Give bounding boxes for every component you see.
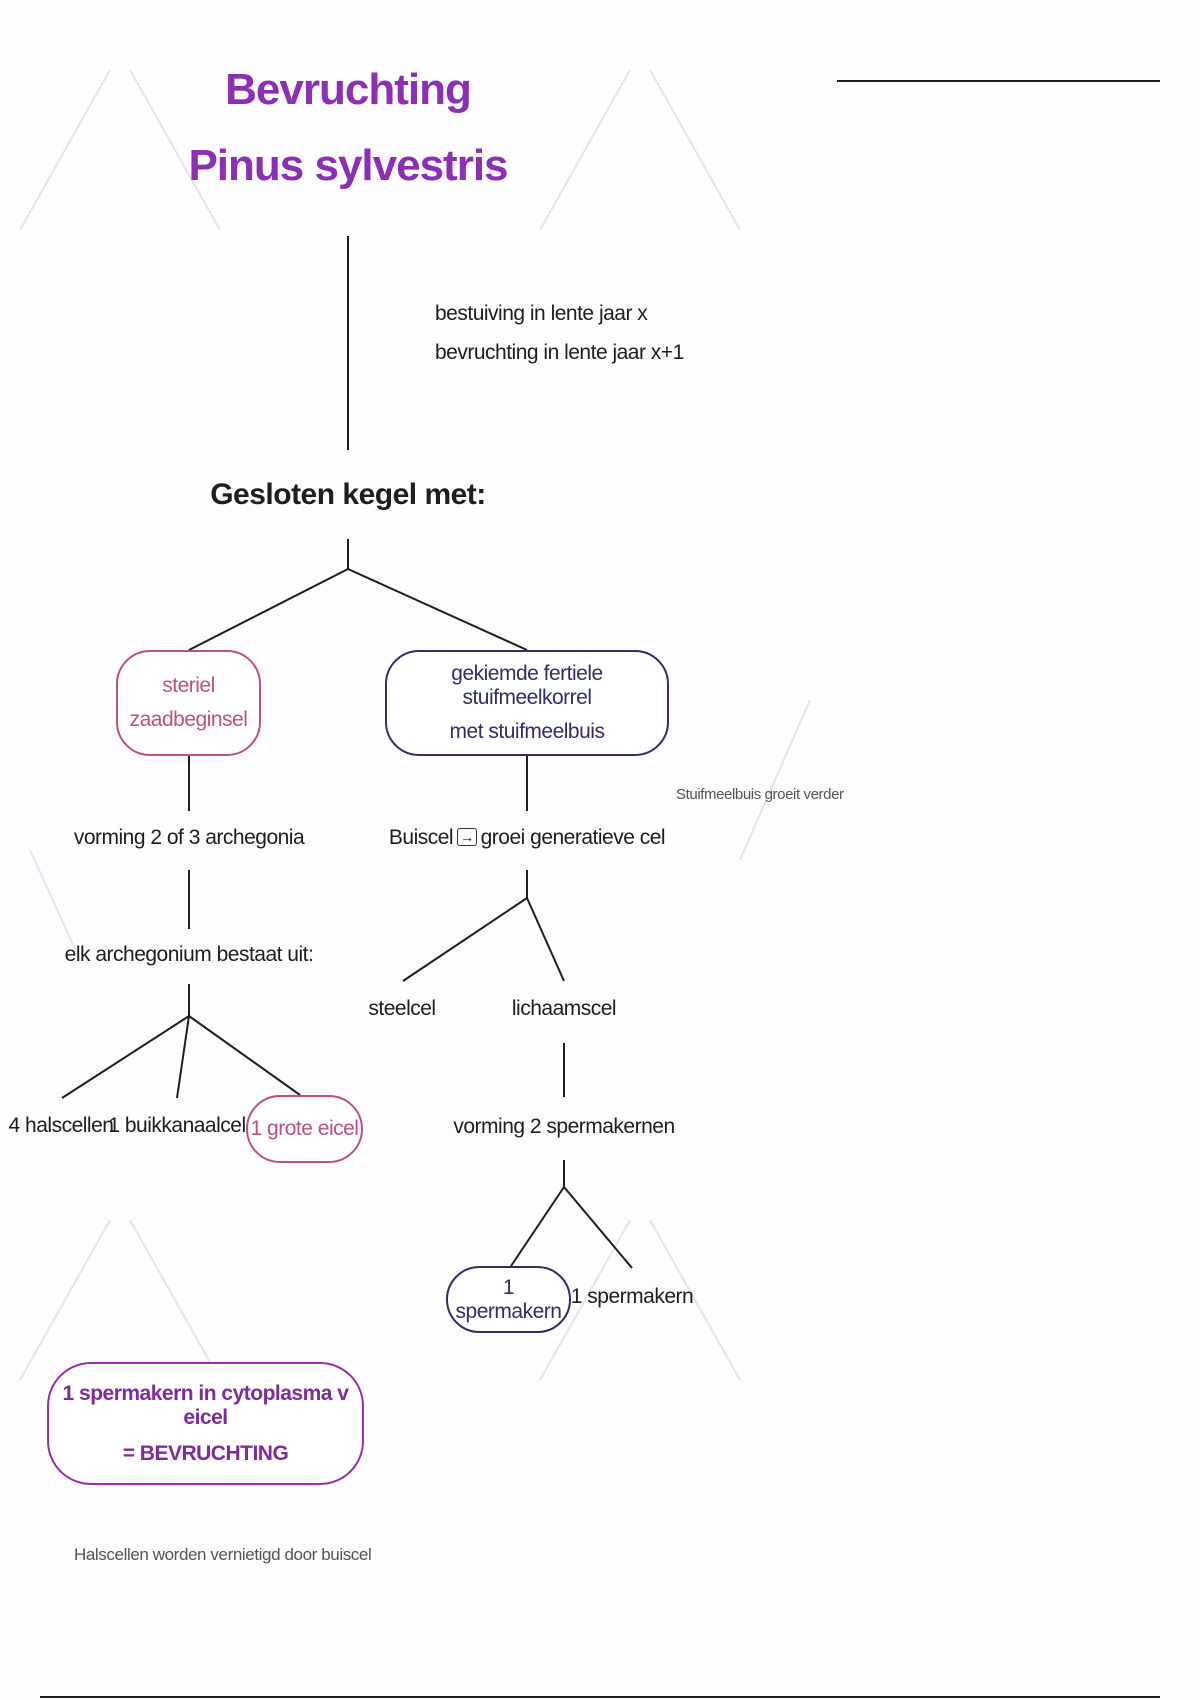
child-lichaamscel: lichaamscel	[511, 997, 617, 1020]
child-steelcel: steelcel	[368, 997, 436, 1020]
footnote-halscellen: Halscellen worden vernietigd door buisce…	[74, 1545, 372, 1564]
left-step2: elk archegonium bestaat uit:	[64, 943, 314, 966]
right-box-line2: met stuifmeelbuis	[449, 720, 605, 743]
right-step2: vorming 2 spermakernen	[453, 1115, 675, 1138]
result-line2: = BEVRUCHTING	[122, 1441, 289, 1465]
result-box-bevruchting[interactable]: 1 spermakern in cytoplasma v eicel = BEV…	[47, 1362, 364, 1485]
result-line1: 1 spermakern in cytoplasma v eicel	[62, 1381, 349, 1429]
box-grote-eicel[interactable]: 1 grote eicel	[246, 1095, 363, 1163]
right-box-line1: gekiemde fertiele stuifmeelkorrel	[451, 662, 603, 709]
title-line2: Pinus sylvestris	[188, 141, 508, 190]
spermakern-label-2: 1 spermakern	[570, 1285, 694, 1308]
timing-line1: bestuiving in lente jaar x	[435, 302, 648, 325]
left-box-steriel-zaadbeginsel[interactable]: steriel zaadbeginsel	[116, 650, 261, 756]
spermakern-label-1: 1 spermakern	[455, 1275, 562, 1323]
right-box-stuifmeelkorrel[interactable]: gekiemde fertiele stuifmeelkorrel met st…	[385, 650, 669, 756]
grote-eicel-label: 1 grote eicel	[250, 1117, 359, 1140]
root-topic: Gesloten kegel met:	[210, 478, 486, 511]
note-stuifmeelbuis: Stuifmeelbuis groeit verder	[676, 786, 844, 803]
arrow-right-icon: →	[457, 828, 477, 846]
timing-line2: bevruchting in lente jaar x+1	[435, 341, 684, 364]
buiscel-label: Buiscel	[388, 826, 454, 849]
left-step1: vorming 2 of 3 archegonia	[73, 826, 305, 849]
title-line1: Bevruchting	[225, 65, 472, 114]
left-box-line1: steriel	[162, 674, 215, 697]
groei-label: groei generatieve cel	[480, 826, 666, 849]
box-spermakern[interactable]: 1 spermakern	[446, 1266, 571, 1333]
child-buikkanaalcel: 1 buikkanaalcel	[108, 1114, 246, 1137]
child-halscellen: 4 halscellen	[8, 1114, 114, 1137]
left-box-line2: zaadbeginsel	[129, 708, 248, 731]
right-step1: Buiscel→groei generatieve cel	[317, 826, 737, 850]
